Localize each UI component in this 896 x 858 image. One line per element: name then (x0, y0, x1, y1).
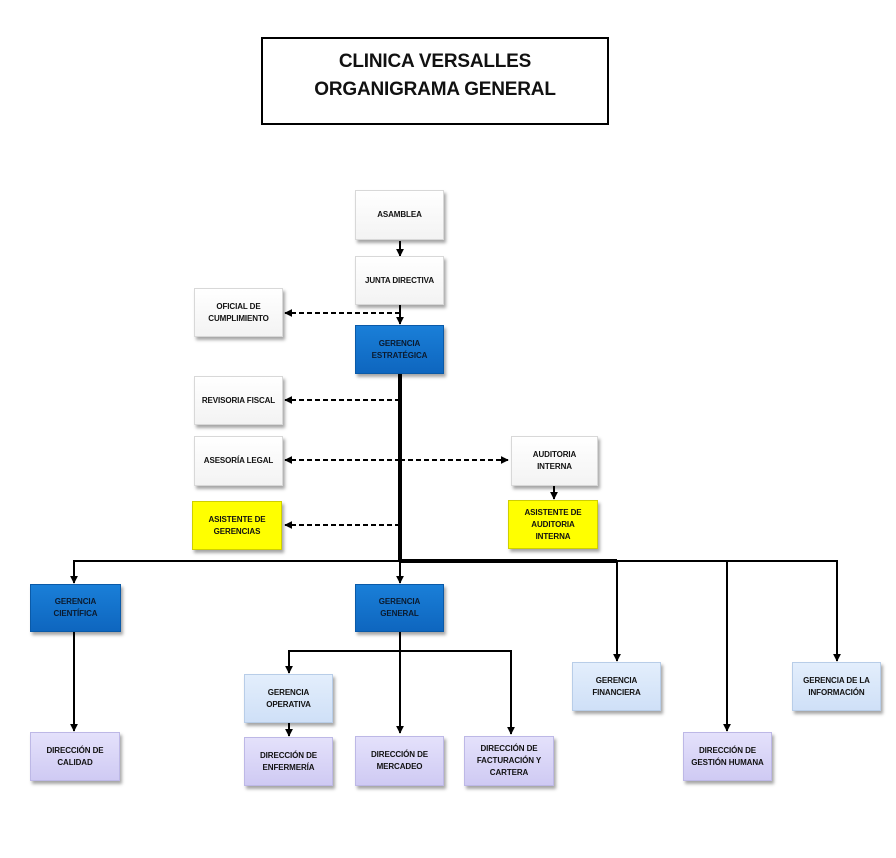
node-direccion-facturacion[interactable]: DIRECCIÓN DE FACTURACIÓN Y CARTERA (464, 736, 554, 786)
node-asistente-auditoria[interactable]: ASISTENTE DE AUDITORIA INTERNA (508, 500, 598, 549)
node-gerencia-informacion[interactable]: GERENCIA DE LA INFORMACIÓN (792, 662, 881, 711)
node-gerencia-financiera[interactable]: GERENCIA FINANCIERA (572, 662, 661, 711)
title-line-1: CLINICA VERSALLES (338, 51, 532, 72)
node-asistente-gerencias[interactable]: ASISTENTE DE GERENCIAS (192, 501, 282, 550)
title-line-2: ORGANIGRAMA GENERAL (314, 79, 556, 100)
node-gerencia-operativa[interactable]: GERENCIA OPERATIVA (244, 674, 333, 723)
node-gerencia-general[interactable]: GERENCIA GENERAL (355, 584, 444, 632)
node-asamblea[interactable]: ASAMBLEA (355, 190, 444, 240)
node-auditoria-interna[interactable]: AUDITORIA INTERNA (511, 436, 598, 486)
node-gerencia-cientifica[interactable]: GERENCIA CIENTÍFICA (30, 584, 121, 632)
node-gerencia-estrategica[interactable]: GERENCIA ESTRATÉGICA (355, 325, 444, 374)
node-junta-directiva[interactable]: JUNTA DIRECTIVA (355, 256, 444, 305)
node-direccion-enfermeria[interactable]: DIRECCIÓN DE ENFERMERÍA (244, 737, 333, 786)
node-direccion-mercadeo[interactable]: DIRECCIÓN DE MERCADEO (355, 736, 444, 786)
node-oficial-cumplimiento[interactable]: OFICIAL DE CUMPLIMIENTO (194, 288, 283, 337)
node-direccion-gestion-humana[interactable]: DIRECCIÓN DE GESTIÓN HUMANA (683, 732, 772, 781)
node-direccion-calidad[interactable]: DIRECCIÓN DE CALIDAD (30, 732, 120, 781)
chart-title-box: CLINICA VERSALLES ORGANIGRAMA GENERAL (261, 37, 609, 125)
node-asesoria-legal[interactable]: ASESORÍA LEGAL (194, 436, 283, 486)
node-revisoria-fiscal[interactable]: REVISORIA FISCAL (194, 376, 283, 425)
